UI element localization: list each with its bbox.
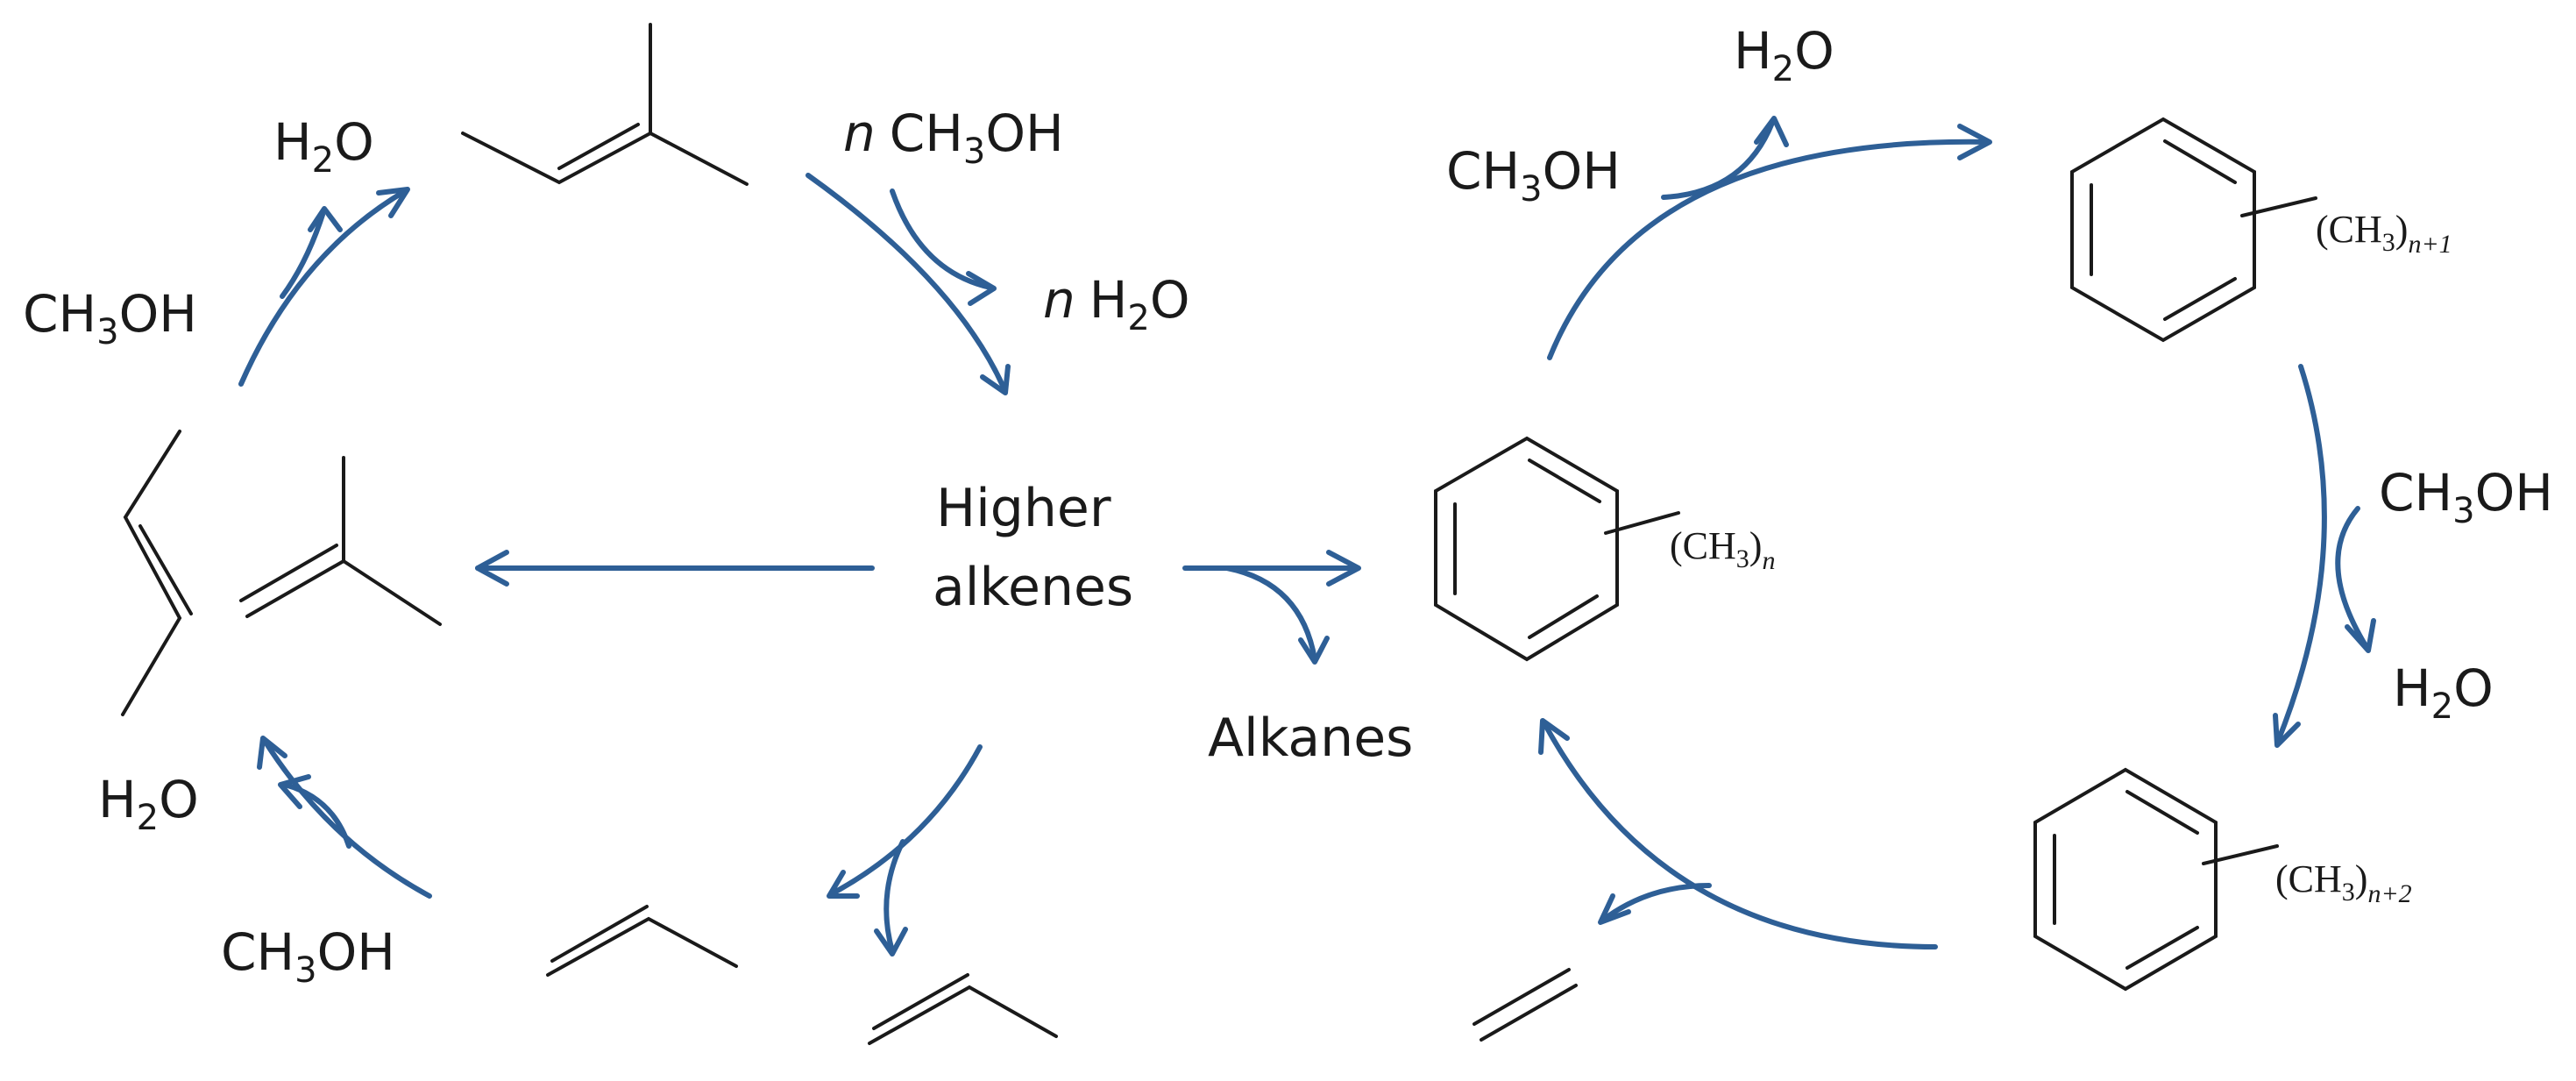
higher-label: Higher [936,478,1111,539]
methanol-label-bottom-left: CH3OH [221,922,395,991]
molecule-propene [546,905,738,977]
alkanes-label: Alkanes [1208,708,1413,769]
arrow-butene-to-pentene [238,187,410,387]
molecule-methylbenzene-n-plus-2: (CH3)n+2 [2033,767,2412,992]
molecule-2-methyl-2-butene [461,23,749,186]
alkenes-label: alkenes [933,557,1133,618]
molecule-ethene [1473,968,1578,1042]
molecule-methylbenzene-n-plus-1: (CH3)n+1 [2070,117,2452,343]
arrow-n-plus-1-to-n-plus-2 [2273,364,2376,748]
methyl-n-plus-1-label: (CH3)n+1 [2316,208,2452,259]
water-label-right: H2O [2393,658,2494,727]
molecule-propene-product [868,973,1058,1045]
methanol-label-left: CH3OH [23,284,197,352]
arrow-propene-to-butene [257,736,432,899]
arrow-n-plus-2-to-n [1538,718,1938,949]
arrow-higher-to-propene [827,744,983,957]
molecule-2-butene [121,430,193,716]
arrow-higher-to-aromatics [1182,550,1361,665]
molecule-methylbenzene-n: (CH3)n [1434,436,1775,662]
arrow-higher-to-small-alkenes [475,550,875,587]
molecule-isobutene [239,456,442,626]
methanol-label-right: CH3OH [2379,463,2553,531]
water-label-top-left: H2O [273,112,374,181]
methyl-n-plus-2-label: (CH3)n+2 [2275,857,2412,908]
methyl-n-label: (CH3)n [1670,524,1775,575]
water-label-bottom-left: H2O [98,770,199,838]
methanol-label-top-right: CH3OH [1446,141,1621,210]
water-label-top-right: H2O [1734,21,1834,89]
arrow-aromatic-to-n-plus-1 [1547,116,1992,360]
arrow-to-higher-alkenes [805,173,1011,395]
